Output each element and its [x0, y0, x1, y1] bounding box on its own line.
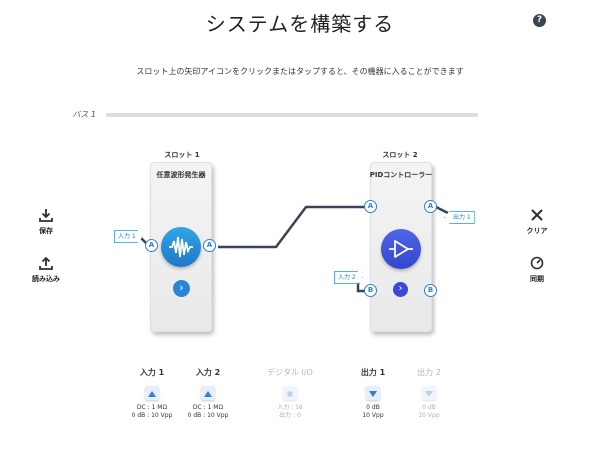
- slot2-device-name: PIDコントローラー: [369, 171, 433, 179]
- io-output2-line1: 0 dB: [422, 404, 436, 411]
- square-icon[interactable]: [283, 386, 297, 400]
- io-input1-line1: DC : 1 MΩ: [136, 404, 168, 411]
- slot2-input-a-port[interactable]: A: [364, 200, 377, 213]
- io-output2[interactable]: 出力 2 0 dB 10 Vpp: [399, 367, 459, 420]
- slot2-input-b-port[interactable]: B: [364, 284, 377, 297]
- slot1-device-name: 任意波形発生器: [156, 171, 206, 179]
- load-label: 読み込み: [32, 275, 60, 283]
- down-triangle-icon[interactable]: [422, 386, 436, 400]
- sync-button[interactable]: 同期: [507, 256, 567, 284]
- slot1-output-port[interactable]: A: [203, 239, 216, 252]
- output1-tag: 出力 1: [444, 211, 475, 224]
- io-output1-line1: 0 dB: [366, 404, 380, 411]
- slot1-title: スロット 1: [164, 151, 200, 159]
- io-output1[interactable]: 出力 1 0 dB 10 Vpp: [343, 367, 403, 420]
- io-input2-label: 入力 2: [195, 368, 221, 377]
- download-icon: [16, 208, 76, 226]
- down-triangle-icon[interactable]: [366, 386, 380, 400]
- upload-icon: [16, 256, 76, 274]
- load-button[interactable]: 読み込み: [16, 256, 76, 284]
- io-input1[interactable]: 入力 1 DC : 1 MΩ 0 dB : 10 Vpp: [122, 367, 182, 420]
- slot1-input-port[interactable]: A: [145, 239, 158, 252]
- io-digital-line1: 入力 : 16: [277, 404, 303, 411]
- clear-button[interactable]: クリア: [507, 208, 567, 236]
- bus-label: バス 1: [72, 110, 96, 119]
- slot2-title: スロット 2: [382, 151, 418, 159]
- input2-tag: 入力 2: [334, 271, 363, 284]
- io-output2-line2: 10 Vpp: [418, 412, 440, 419]
- chevron-right-icon: ›: [398, 283, 403, 294]
- chevron-right-icon: ›: [179, 281, 184, 294]
- page-title: システムを構築する: [205, 12, 395, 36]
- io-digital-label: デジタル I/O: [267, 368, 313, 377]
- up-triangle-icon[interactable]: [145, 386, 159, 400]
- close-icon: [507, 208, 567, 226]
- io-input1-line2: 0 dB : 10 Vpp: [131, 412, 173, 419]
- io-output1-line2: 10 Vpp: [362, 412, 384, 419]
- gauge-icon: [507, 256, 567, 274]
- slot2-output-b-port[interactable]: B: [424, 284, 437, 297]
- io-input2-line1: DC : 1 MΩ: [192, 404, 224, 411]
- io-output2-label: 出力 2: [417, 368, 441, 377]
- slot1-enter-button[interactable]: ›: [173, 280, 190, 297]
- wire-slot2-to-output1: [435, 205, 449, 215]
- slot2-output-a-port[interactable]: A: [424, 200, 437, 213]
- wire-slot1-to-slot2: [218, 205, 366, 249]
- amplifier-icon[interactable]: [381, 229, 421, 269]
- slot2-enter-button[interactable]: ›: [393, 282, 408, 297]
- io-input2[interactable]: 入力 2 DC : 1 MΩ 0 dB : 10 Vpp: [178, 367, 238, 420]
- io-digital[interactable]: デジタル I/O 入力 : 16 出力 : 0: [260, 367, 320, 420]
- help-icon[interactable]: ?: [533, 14, 546, 27]
- save-label: 保存: [39, 227, 53, 235]
- io-output1-label: 出力 1: [360, 368, 386, 377]
- clear-label: クリア: [526, 227, 548, 235]
- sync-label: 同期: [530, 275, 544, 283]
- up-triangle-icon[interactable]: [201, 386, 215, 400]
- io-digital-line2: 出力 : 0: [279, 412, 301, 419]
- io-input1-label: 入力 1: [139, 368, 165, 377]
- input1-tag: 入力 1: [114, 230, 143, 243]
- io-input2-line2: 0 dB : 10 Vpp: [187, 412, 229, 419]
- instruction-text: スロット上の矢印アイコンをクリックまたはタップすると、その機器に入ることができま…: [136, 67, 464, 76]
- waveform-icon[interactable]: [161, 227, 201, 267]
- bus-bar[interactable]: [106, 113, 478, 117]
- save-button[interactable]: 保存: [16, 208, 76, 236]
